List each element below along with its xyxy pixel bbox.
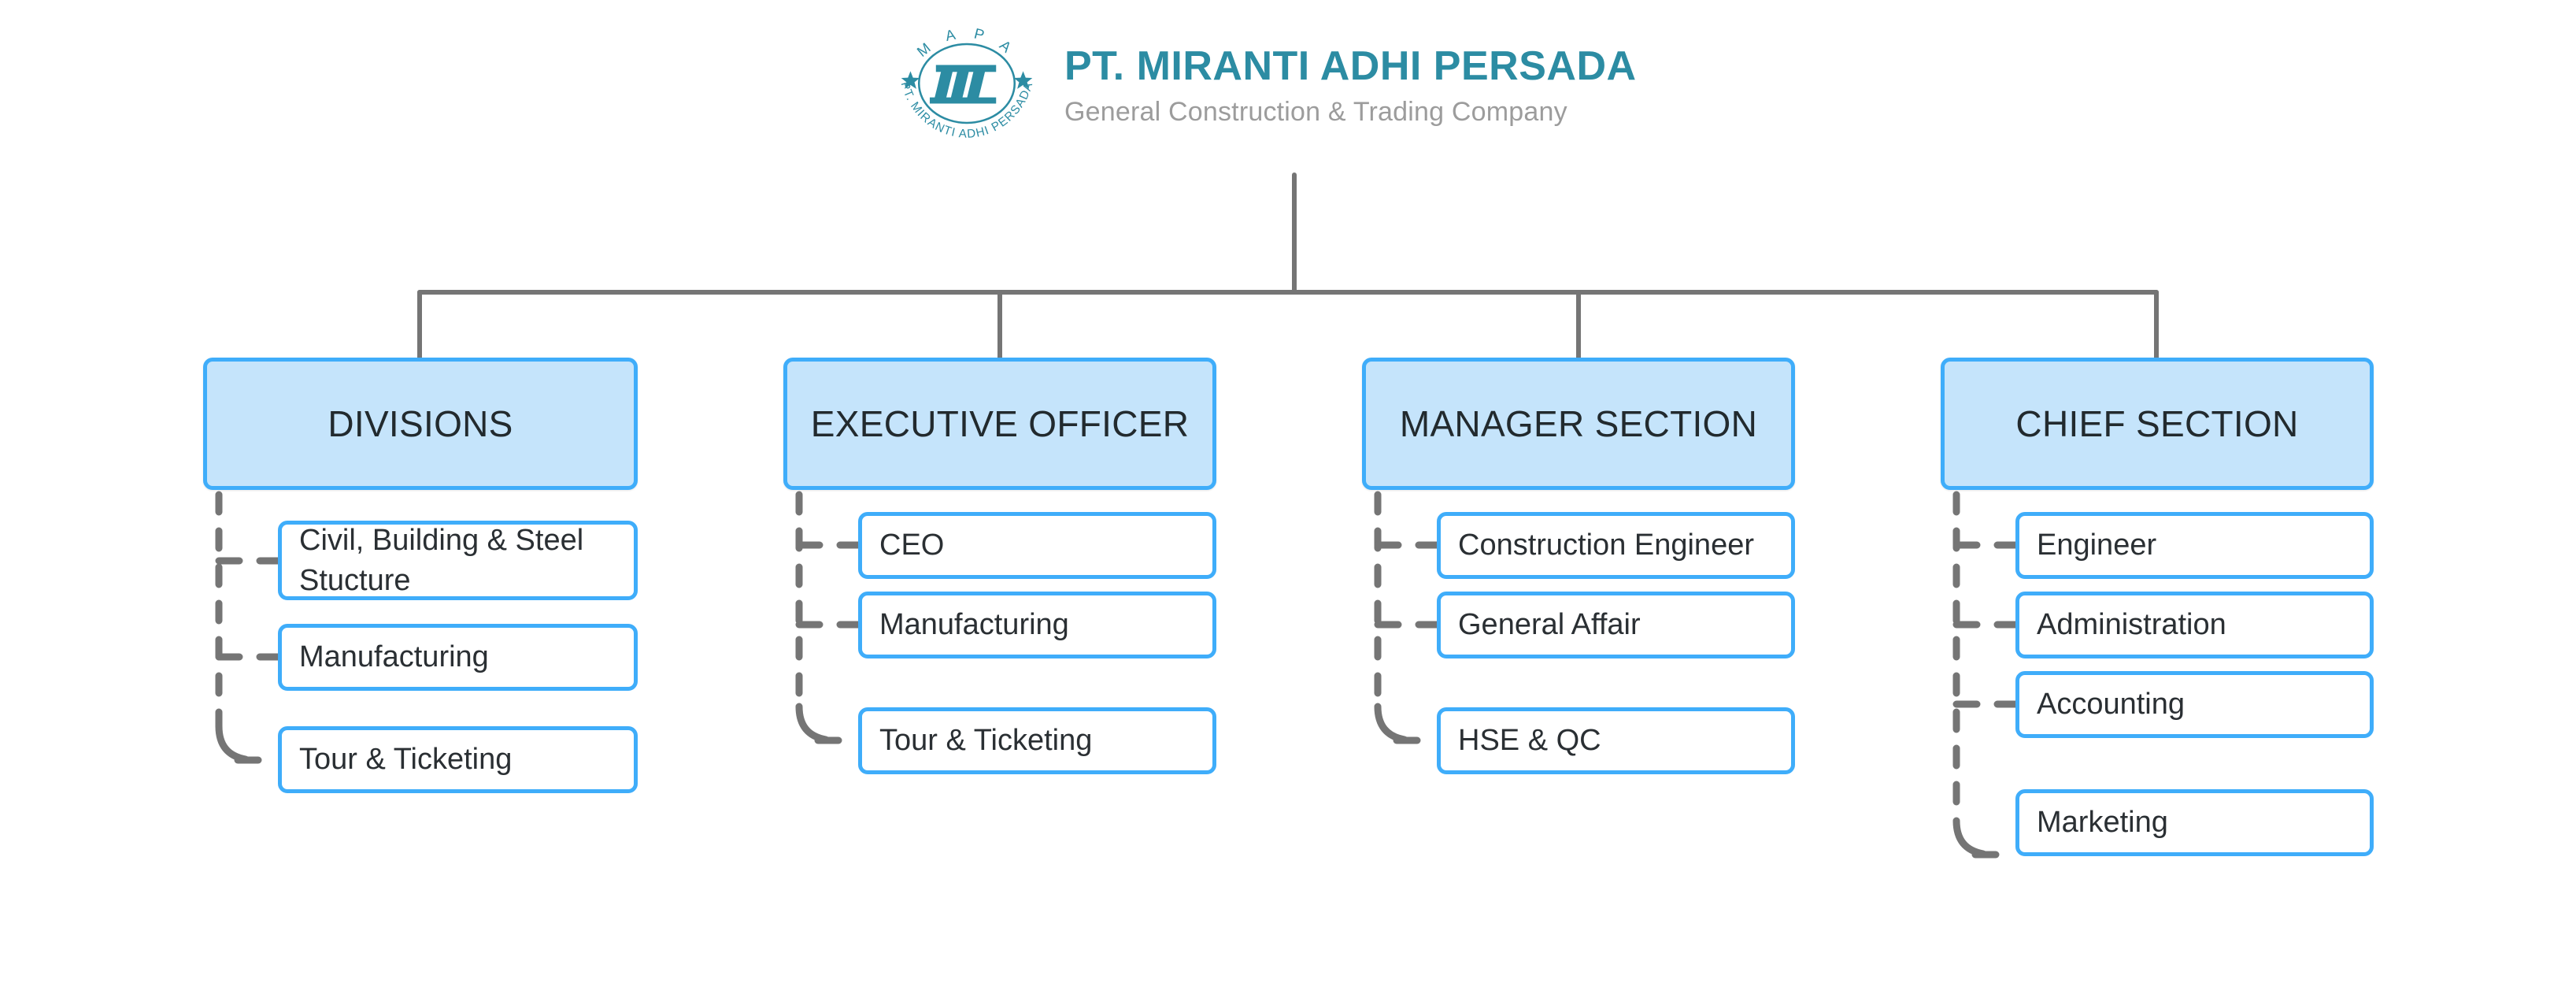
child-label: Tour & Ticketing <box>299 743 513 777</box>
child-label: Manufacturing <box>879 608 1069 642</box>
child-box[interactable]: Engineer <box>2015 512 2374 579</box>
company-tagline: General Construction & Trading Company <box>1064 97 1567 128</box>
branch-last-curve <box>215 722 250 763</box>
child-box[interactable]: Manufacturing <box>278 624 638 691</box>
company-name: PT. MIRANTI ADHI PERSADA <box>1064 43 1637 90</box>
children-executive-officer: CEO Manufacturing Tour & Ticketing <box>783 490 1216 821</box>
child-box[interactable]: Administration <box>2015 592 2374 658</box>
child-label: Construction Engineer <box>1458 529 1754 562</box>
column-header-manager-section[interactable]: MANAGER SECTION <box>1362 358 1795 490</box>
branch-last-curve <box>1952 817 1987 858</box>
child-label: Manufacturing <box>299 640 489 674</box>
child-box[interactable]: Tour & Ticketing <box>278 726 638 793</box>
child-box[interactable]: Marketing <box>2015 789 2374 856</box>
child-box[interactable]: Tour & Ticketing <box>858 707 1216 774</box>
column-header-label: EXECUTIVE OFFICER <box>810 403 1190 444</box>
column-header-executive-officer[interactable]: EXECUTIVE OFFICER <box>783 358 1216 490</box>
children-chief-section: Engineer Administration Accounting Marke… <box>1941 490 2374 939</box>
child-box[interactable]: Construction Engineer <box>1437 512 1795 579</box>
child-label: Marketing <box>2037 806 2168 840</box>
branch-last-curve <box>1374 703 1408 744</box>
column-divisions: DIVISIONS Civil, Building & Steel Stuctu… <box>203 358 638 821</box>
column-manager-section: MANAGER SECTION Construction Engineer <box>1362 358 1795 821</box>
column-executive-officer: EXECUTIVE OFFICER CEO Manufa <box>783 358 1216 821</box>
column-header-chief-section[interactable]: CHIEF SECTION <box>1941 358 2374 490</box>
child-label: General Affair <box>1458 608 1641 642</box>
column-header-label: CHIEF SECTION <box>2015 403 2299 444</box>
child-box[interactable]: HSE & QC <box>1437 707 1795 774</box>
children-manager-section: Construction Engineer General Affair HSE… <box>1362 490 1795 821</box>
company-seal-logo-icon: M A P A PT. MIRANTI ADHI PERSADA <box>898 24 1034 141</box>
company-brand-header: M A P A PT. MIRANTI ADHI PERSADA PT. MIR… <box>890 6 1637 161</box>
child-label: Tour & Ticketing <box>879 724 1093 758</box>
child-box[interactable]: General Affair <box>1437 592 1795 658</box>
branch-last-curve <box>795 703 830 744</box>
column-header-divisions[interactable]: DIVISIONS <box>203 358 638 490</box>
brand-text-block: PT. MIRANTI ADHI PERSADA General Constru… <box>1064 39 1637 128</box>
child-box[interactable]: Civil, Building & Steel Stucture <box>278 521 638 600</box>
child-box[interactable]: Manufacturing <box>858 592 1216 658</box>
child-box[interactable]: CEO <box>858 512 1216 579</box>
child-label: Administration <box>2037 608 2226 642</box>
child-label: Accounting <box>2037 688 2186 721</box>
column-header-label: MANAGER SECTION <box>1399 403 1758 444</box>
child-label: Civil, Building & Steel Stucture <box>299 524 584 597</box>
child-label: Engineer <box>2037 529 2157 562</box>
child-label: CEO <box>879 529 945 562</box>
children-divisions: Civil, Building & Steel Stucture Manufac… <box>203 490 638 821</box>
column-chief-section: CHIEF SECTION Engineer <box>1941 358 2374 939</box>
child-label: HSE & QC <box>1458 724 1601 758</box>
column-header-label: DIVISIONS <box>328 403 513 444</box>
svg-text:M A P A: M A P A <box>914 24 1020 60</box>
child-box[interactable]: Accounting <box>2015 671 2374 738</box>
